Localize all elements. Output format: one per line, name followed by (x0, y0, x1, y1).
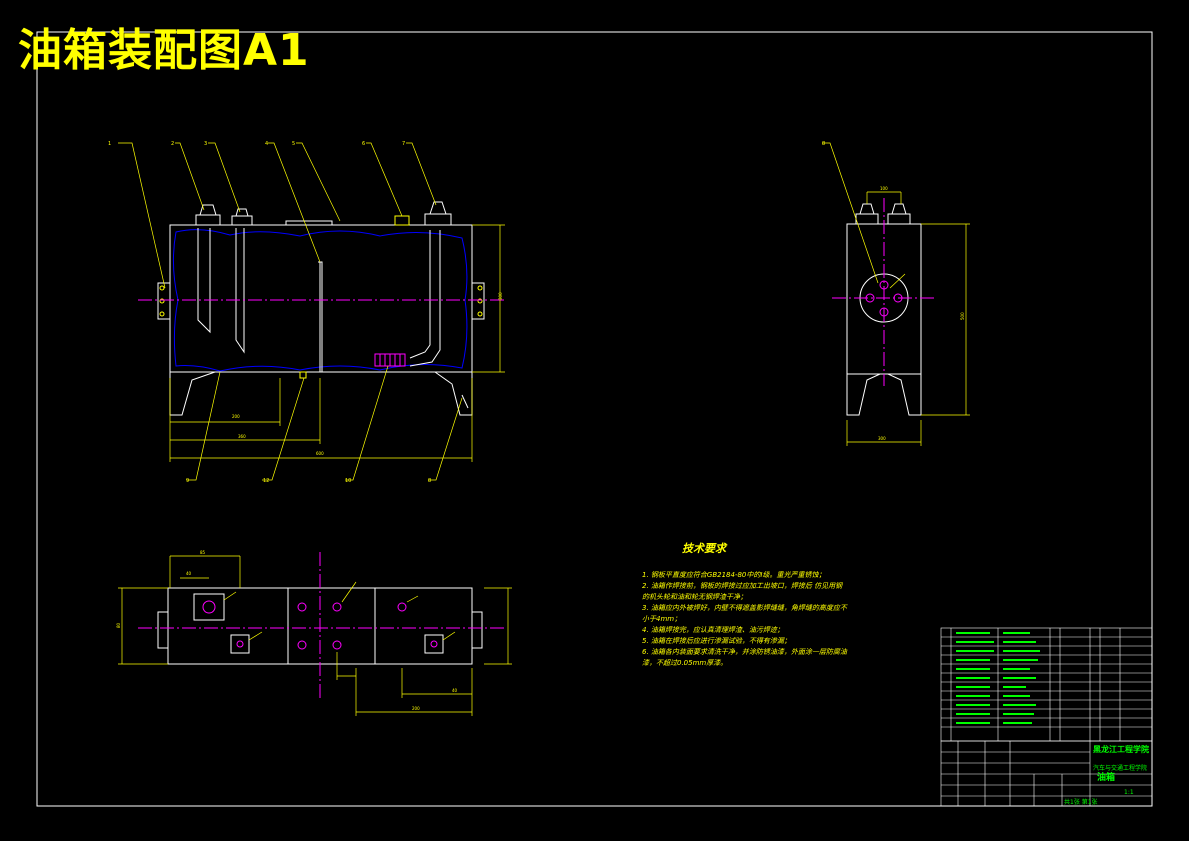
title-block-part-name: 油箱 (1097, 771, 1115, 783)
tech-requirement-item: 4. 油箱焊接完，应认真清理焊渣、油污焊迹； (642, 626, 784, 634)
balloon-label: 12 (263, 478, 269, 484)
top-view-dimensions (118, 555, 512, 716)
svg-text:200: 200 (412, 706, 420, 711)
svg-text:300: 300 (498, 292, 503, 300)
front-view-balloon-labels: 1 2 3 4 5 6 7 8 9 10 12 (108, 141, 431, 484)
balloon-label: 9 (186, 478, 189, 484)
side-view-centerlines (832, 198, 934, 386)
balloon-label: 3 (204, 141, 207, 147)
parts-list-table (940, 627, 1153, 807)
balloon-label: 8 (428, 478, 431, 484)
tech-requirement-item: 6. 油箱各内装面要求清洗干净，并涂防锈油漆，外面涂一层防腐油漆，不超过0.05… (642, 648, 847, 667)
svg-text:85: 85 (200, 550, 206, 555)
svg-text:80: 80 (116, 622, 121, 628)
svg-text:100: 100 (880, 186, 888, 191)
balloon-label: 8 (822, 141, 825, 147)
title-block-scale: 1:1 (1124, 789, 1134, 796)
svg-text:500: 500 (960, 312, 965, 320)
side-view-dim-text: 300 100 500 8 (822, 141, 965, 441)
balloon-label: 5 (292, 141, 295, 147)
svg-text:600: 600 (316, 451, 324, 456)
svg-text:360: 360 (238, 434, 246, 439)
front-view (157, 201, 485, 416)
tech-requirements-list: 1. 钢板平直度应符合GB2184-80中的I级。重光严重锈蚀； 2. 油箱作焊… (642, 570, 847, 669)
svg-text:40: 40 (452, 688, 458, 693)
tech-requirement-item: 3. 油箱应内外被焊好，内壁不得遮盖影焊缝缝，角焊缝的高度应不小于4mm； (642, 604, 847, 623)
balloon-label: 2 (171, 141, 174, 147)
title-block-text: 黑龙江工程学院 汽车与交通工程学院 油箱 1:1 共1张 第1张 (1064, 744, 1149, 806)
top-view-dim-text: 85 40 200 40 80 (116, 550, 458, 711)
balloon-label: 4 (265, 141, 268, 147)
svg-text:40: 40 (186, 571, 192, 576)
title-block-school: 黑龙江工程学院 (1093, 744, 1149, 754)
balloon-label: 7 (402, 141, 405, 147)
svg-text:300: 300 (878, 436, 886, 441)
tech-requirement-item: 1. 钢板平直度应符合GB2184-80中的I级。重光严重锈蚀； (642, 571, 826, 579)
front-view-dim-text: 200 360 600 300 (232, 292, 503, 456)
side-view-dimensions (822, 142, 970, 446)
svg-text:200: 200 (232, 414, 240, 419)
tech-requirements-title: 技术要求 (682, 542, 726, 555)
balloon-label: 6 (362, 141, 365, 147)
title-block-subtitle: 汽车与交通工程学院 (1093, 764, 1147, 772)
balloon-label: 1 (108, 141, 111, 147)
top-view-centerlines (138, 552, 505, 700)
tech-requirement-item: 2. 油箱作焊接前，钢板的焊接过应加工出坡口，焊接后 仿见用钢的机头轮和油和轮无… (642, 582, 843, 601)
front-view-dimensions (118, 142, 505, 481)
title-block-sheet: 共1张 第1张 (1064, 798, 1098, 806)
drawing-title: 油箱装配图A1 (18, 25, 310, 76)
tech-requirement-item: 5. 油箱在焊接后应进行渗漏试验，不得有渗漏； (642, 637, 791, 645)
parts-list-text (956, 632, 1040, 724)
drawing-border (36, 31, 1153, 807)
balloon-label: 10 (345, 478, 351, 484)
